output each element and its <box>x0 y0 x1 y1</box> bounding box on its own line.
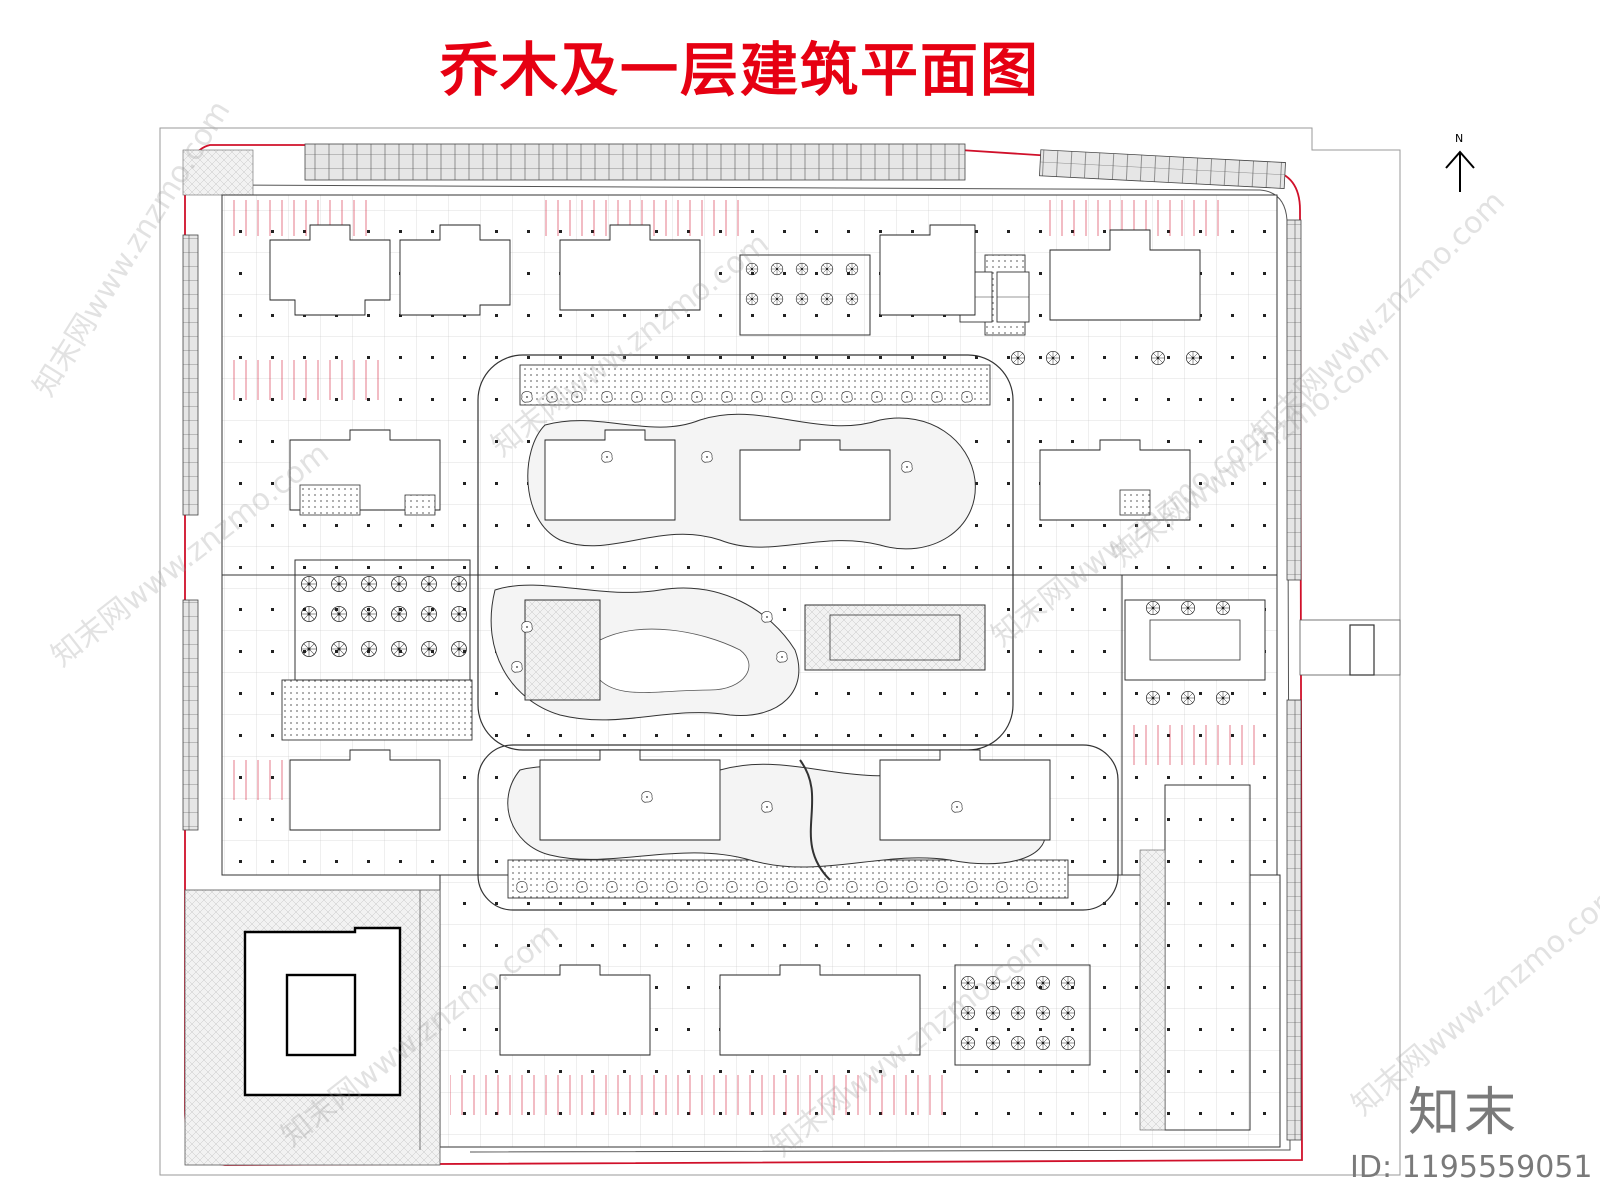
brand-logo: 知末 <box>1408 1083 1521 1143</box>
north-label: N <box>1455 132 1464 145</box>
drawing-title: 乔木及一层建筑平面图 <box>440 36 1041 104</box>
asset-id: ID: 1195559051 <box>1350 1150 1593 1185</box>
north-arrow-icon <box>1445 150 1475 192</box>
